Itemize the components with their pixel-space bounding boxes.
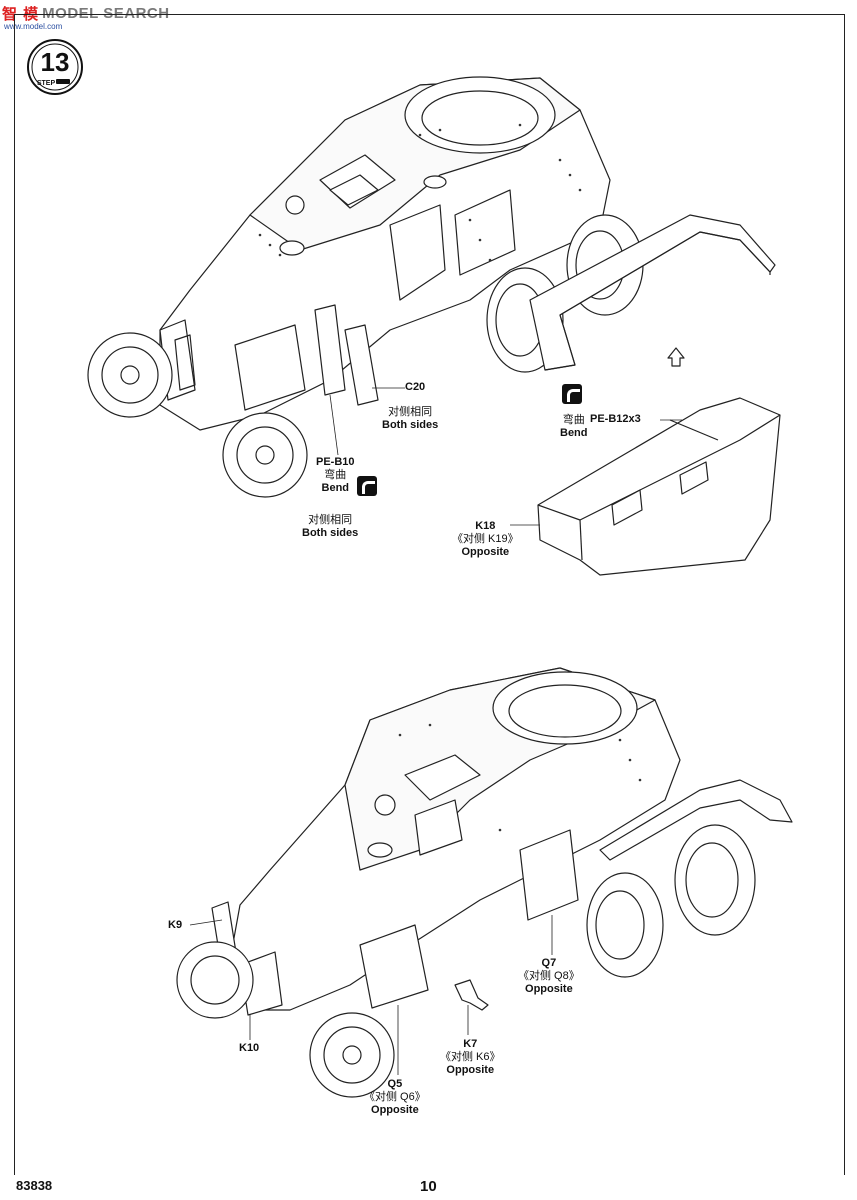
note-en: Opposite <box>461 546 510 558</box>
part-code: K9 <box>168 919 183 931</box>
step-badge: 13 STEP <box>27 39 83 95</box>
label-k10: K10 <box>239 1042 259 1055</box>
label-pe-b10-note: 对侧相同 Both sides <box>302 514 358 540</box>
fender-tray <box>537 397 781 576</box>
top-vehicle <box>87 76 776 498</box>
note-cn: 《对侧 K6》 <box>440 1051 501 1063</box>
note-en: Both sides <box>382 419 439 431</box>
label-k9: K9 <box>168 919 182 932</box>
bend-icon <box>357 476 377 496</box>
watermark-url: www.model.com <box>4 22 63 31</box>
kit-number: 83838 <box>16 1178 53 1193</box>
label-k7: K7 《对侧 K6》 Opposite <box>440 1038 501 1077</box>
note-en: Bend <box>321 482 350 494</box>
note-en: Bend <box>560 427 588 439</box>
note-cn: 弯曲 <box>562 414 585 426</box>
label-pe-b12-note: 弯曲 Bend <box>560 414 588 440</box>
direction-arrow <box>667 347 685 367</box>
note-cn: 《对侧 Q8》 <box>518 970 580 982</box>
note-cn: 对侧相同 <box>308 514 353 526</box>
note-cn: 《对侧 Q6》 <box>364 1091 426 1103</box>
label-q5: Q5 《对侧 Q6》 Opposite <box>364 1078 426 1117</box>
part-code: Q7 <box>541 957 557 969</box>
watermark-text: MODEL SEARCH <box>42 4 170 22</box>
bottom-vehicle <box>176 667 793 1098</box>
part-code: Q5 <box>387 1078 403 1090</box>
page-frame <box>14 14 845 1175</box>
part-code: K7 <box>463 1038 478 1050</box>
step-number: 13 <box>41 47 70 77</box>
leader-lines <box>189 387 682 1075</box>
part-code: C20 <box>405 381 426 393</box>
label-q7: Q7 《对侧 Q8》 Opposite <box>518 957 580 996</box>
note-cn: 弯曲 <box>324 469 347 481</box>
label-c20: C20 <box>405 381 425 394</box>
part-code: K18 <box>475 520 496 532</box>
label-c20-note: 对侧相同 Both sides <box>382 406 438 432</box>
bend-icon <box>562 384 582 404</box>
note-cn: 对侧相同 <box>388 406 433 418</box>
part-code: K10 <box>239 1042 260 1054</box>
note-en: Opposite <box>525 983 573 995</box>
step-label: STEP <box>37 80 56 87</box>
note-en: Opposite <box>371 1104 419 1116</box>
label-pe-b10: PE-B10 弯曲 Bend <box>316 456 355 495</box>
note-cn: 《对侧 K19》 <box>452 533 519 545</box>
note-en: Opposite <box>446 1064 495 1076</box>
rivets <box>258 123 642 832</box>
page-number: 10 <box>420 1178 437 1195</box>
label-k18: K18 《对侧 K19》 Opposite <box>452 520 519 559</box>
label-pe-b12: PE-B12x3 <box>590 413 641 426</box>
tank-icon <box>56 79 70 84</box>
part-code: PE-B12x3 <box>590 413 641 425</box>
part-code: PE-B10 <box>316 456 355 468</box>
note-en: Both sides <box>302 527 359 539</box>
